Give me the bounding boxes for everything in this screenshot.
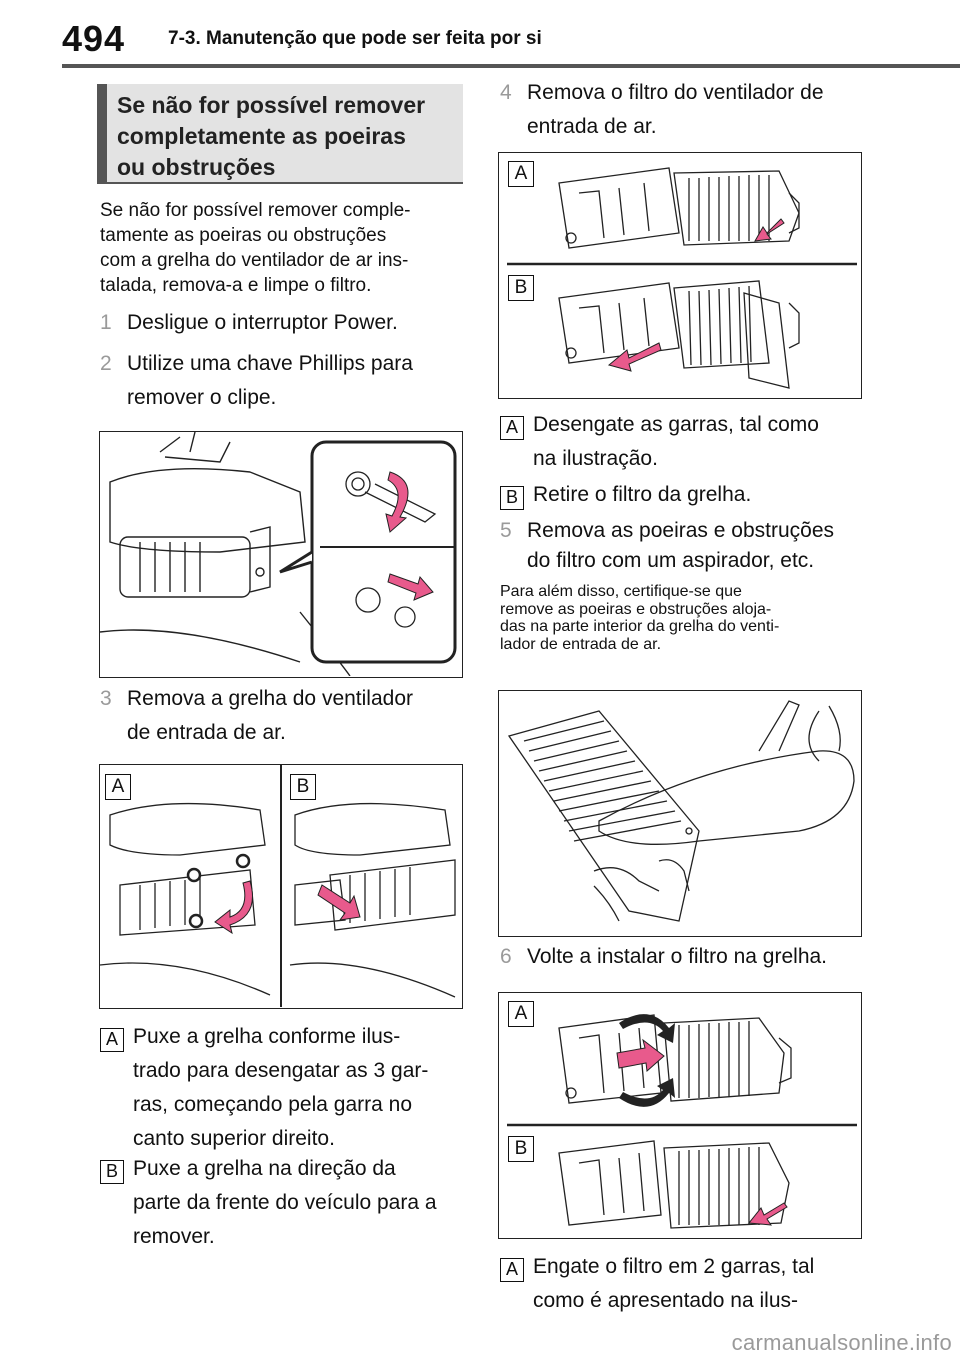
step-line: Desengate as garras, tal como — [533, 413, 819, 436]
intro-line: com a grelha do ventilador de ar ins- — [100, 250, 409, 271]
substep-text: Puxe a grelha conforme ilus- trado para … — [133, 1020, 428, 1156]
step-line: Utilize uma chave Phillips para — [127, 352, 413, 375]
step-text: Remova as poeiras e obstruções do filtro … — [527, 516, 834, 576]
figure-filter-reinstall: A B — [498, 992, 862, 1239]
figure-label-b: B — [508, 275, 534, 301]
substep-label: A — [500, 1258, 524, 1282]
section-title-line: ou obstruções — [117, 154, 276, 180]
step-line: parte da frente do veículo para a — [133, 1191, 437, 1214]
figure-vacuum-cleaning — [498, 690, 862, 937]
step-line: Puxe a grelha conforme ilus- — [133, 1025, 401, 1048]
figure-label-b: B — [508, 1136, 534, 1162]
step-line: de entrada de ar. — [127, 721, 286, 744]
figure-clip-removal — [99, 431, 463, 678]
clip-removal-illustration — [100, 432, 457, 676]
figure-label-a: A — [508, 161, 534, 187]
step-3-substep-b: B Puxe a grelha na direção da parte da f… — [100, 1152, 470, 1262]
step-text: Desligue o interruptor Power. — [127, 311, 398, 334]
step-number: 5 — [500, 519, 512, 542]
note-line: das na parte interior da grelha do venti… — [500, 618, 780, 635]
step-text: Utilize uma chave Phillips para remover o… — [127, 347, 413, 415]
step-line: Remova a grelha do ventilador — [127, 687, 414, 710]
step-line: Remova as poeiras e obstruções — [527, 519, 834, 542]
step-line: entrada de ar. — [527, 115, 657, 138]
step-line: Puxe a grelha na direção da — [133, 1157, 396, 1180]
figure-label-a: A — [105, 774, 131, 800]
step-line: Engate o filtro em 2 garras, tal — [533, 1255, 815, 1278]
watermark: carmanualsonline.info — [731, 1330, 952, 1355]
step-line: ras, começando pela garra no — [133, 1093, 412, 1116]
step-line: Retire o filtro da grelha. — [533, 483, 752, 506]
step-line: Remova o filtro do ventilador de — [527, 81, 824, 104]
step-line: na ilustração. — [533, 447, 658, 470]
intro-line: tamente as poeiras ou obstruções — [100, 225, 387, 246]
vacuum-cleaning-illustration — [507, 700, 855, 922]
step-3-substep-a: A Puxe a grelha conforme ilus- trado par… — [100, 1020, 470, 1160]
step-2: 2 Utilize uma chave Phillips para remover … — [100, 347, 470, 415]
figure-grille-removal: A B — [99, 764, 463, 1009]
filter-reinstall-illustration — [507, 1014, 857, 1229]
section-title-line: completamente as poeiras — [117, 123, 406, 149]
step-4: 4 Remova o filtro do ventilador de entrada… — [500, 76, 880, 144]
page-number: 494 — [62, 18, 126, 59]
substep-label: A — [500, 416, 524, 440]
step-line: como é apresentado na ilus- — [533, 1289, 798, 1312]
section-title-line: Se não for possível remover — [117, 92, 426, 118]
intro-line: Se não for possível remover comple- — [100, 200, 411, 221]
intro-line: talada, remova-a e limpe o filtro. — [100, 275, 372, 296]
intro-paragraph: Se não for possível remover comple- tame… — [100, 198, 470, 298]
section-title: Se não for possível remover completament… — [97, 84, 463, 184]
step-text: Volte a instalar o filtro na grelha. — [527, 945, 828, 968]
grille-removal-illustration — [100, 765, 456, 1007]
step-4-substep-b: B Retire o filtro da grelha. — [500, 478, 880, 518]
note-line: lador de entrada de ar. — [500, 635, 662, 653]
step-number: 4 — [500, 81, 512, 104]
step-number: 6 — [500, 945, 512, 968]
substep-text: Engate o filtro em 2 garras, tal como é … — [533, 1250, 814, 1318]
step-number: 2 — [100, 352, 112, 375]
step-line: do filtro com um aspirador, etc. — [527, 549, 815, 572]
substep-label: B — [500, 486, 524, 510]
figure-label-b: B — [290, 774, 316, 800]
header-rule — [62, 64, 960, 68]
step-6: 6 Volte a instalar o filtro na grelha. — [500, 940, 880, 974]
figure-filter-removal: A B — [498, 152, 862, 399]
step-text: Remova a grelha do ventilador de entrada … — [127, 682, 413, 750]
substep-text: Desengate as garras, tal como na ilustra… — [533, 408, 819, 476]
step-number: 1 — [100, 311, 112, 334]
step-4-substep-a: A Desengate as garras, tal como na ilust… — [500, 408, 880, 484]
figure-label-a: A — [508, 1001, 534, 1027]
filter-removal-illustration — [507, 167, 857, 389]
substep-text: Retire o filtro da grelha. — [533, 478, 751, 512]
step-5-note: Para além disso, certifique-se que remov… — [500, 583, 870, 653]
step-number: 3 — [100, 687, 112, 710]
substep-text: Puxe a grelha na direção da parte da fre… — [133, 1152, 437, 1254]
substep-label: A — [100, 1028, 124, 1052]
step-3: 3 Remova a grelha do ventilador de entrada… — [100, 682, 470, 750]
step-6-substep-a: A Engate o filtro em 2 garras, tal como … — [500, 1250, 880, 1326]
note-line: remove as poeiras e obstruções aloja- — [500, 600, 772, 618]
note-line: Para além disso, certifique-se que — [500, 583, 742, 600]
chapter-title: 7-3. Manutenção que pode ser feita por s… — [168, 28, 542, 49]
substep-label: B — [100, 1160, 124, 1184]
step-line: trado para desengatar as 3 gar- — [133, 1059, 429, 1082]
step-text: Remova o filtro do ventilador de entrada … — [527, 76, 824, 144]
step-line: remover. — [133, 1225, 215, 1248]
step-1: 1 Desligue o interruptor Power. — [100, 306, 470, 340]
step-line: remover o clipe. — [127, 386, 277, 409]
step-5: 5 Remova as poeiras e obstruções do filtro… — [500, 516, 880, 576]
step-line: canto superior direito. — [133, 1127, 335, 1150]
